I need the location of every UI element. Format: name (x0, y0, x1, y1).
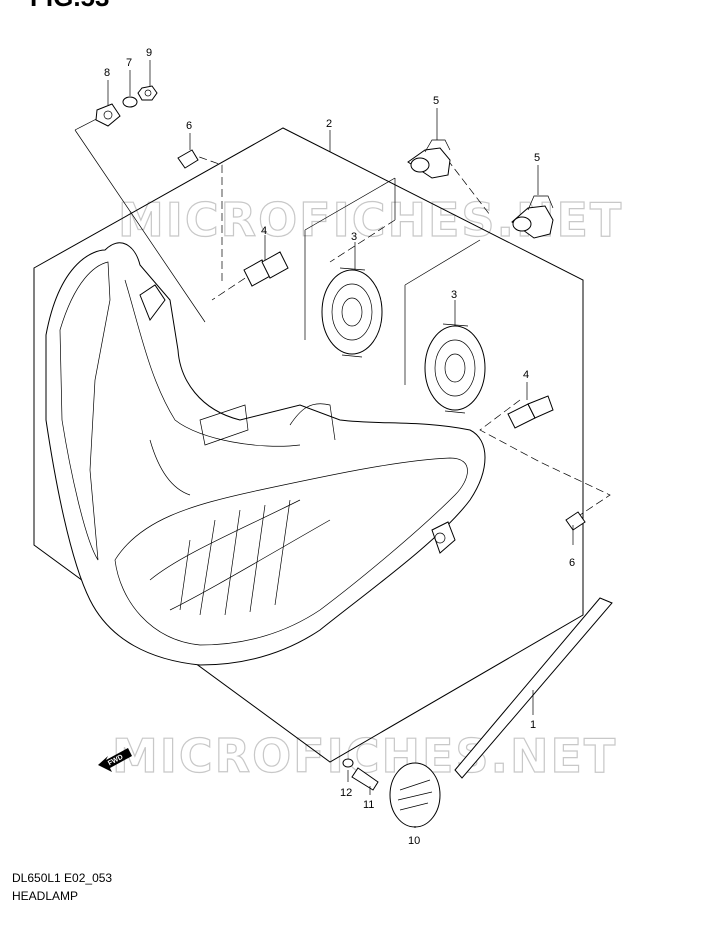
callout-6-upper: 6 (186, 120, 192, 132)
part-4-socket-left (243, 251, 289, 287)
callout-4-lower: 4 (523, 369, 529, 381)
callout-11: 11 (363, 799, 374, 811)
part-6-bulb-top (177, 149, 199, 169)
part-9-nut (137, 85, 158, 101)
callout-9: 9 (146, 47, 152, 59)
callout-2: 2 (326, 118, 332, 130)
part-3-cap-upper (321, 267, 383, 358)
part-5-bulb-lower (511, 195, 554, 239)
part-8-grommet (95, 103, 121, 127)
headlamp-housing (45, 242, 486, 666)
callout-5-upper: 5 (433, 95, 439, 107)
callout-5-lower: 5 (534, 152, 540, 164)
part-4-socket-right (507, 395, 554, 429)
part-1-trim-strip (454, 597, 613, 779)
part-6-bulb-right (565, 511, 586, 531)
part-7-washer (122, 96, 138, 108)
figure-title: FIG.53 (30, 0, 109, 12)
part-11-bolt (351, 767, 379, 791)
callout-3-upper: 3 (351, 231, 357, 243)
sub-frame-2 (404, 239, 481, 385)
drawing-code: DL650L1 E02_053 (12, 871, 113, 885)
callout-leaders (107, 60, 574, 828)
callout-10: 10 (408, 835, 420, 847)
callout-1: 1 (530, 719, 536, 731)
part-3-cap-lower (424, 323, 486, 414)
callout-3-lower: 3 (451, 289, 457, 301)
callout-8: 8 (104, 67, 110, 79)
callout-12: 12 (340, 787, 352, 799)
part-12-washer (342, 758, 354, 768)
drawing-title: HEADLAMP (12, 889, 79, 903)
assembly-frame (33, 127, 584, 763)
callout-4-upper: 4 (261, 225, 267, 237)
callout-6-lower: 6 (569, 557, 575, 569)
part-5-bulb-upper (407, 139, 451, 179)
leader-lines (187, 149, 611, 516)
part-10-reflector (389, 762, 441, 828)
sub-frame-1 (304, 177, 396, 340)
callout-7: 7 (126, 57, 132, 69)
